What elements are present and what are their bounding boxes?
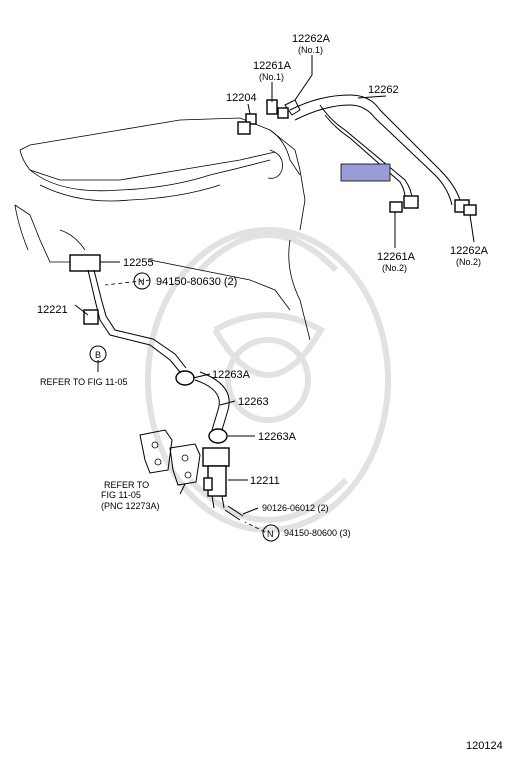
leader-lines [74, 55, 475, 533]
circle-b-text: B [95, 350, 101, 360]
watermark-emblem [145, 227, 391, 533]
engine-outline [14, 117, 311, 341]
label-12263A-2: 12263A [258, 431, 297, 443]
bolt-90126 [224, 505, 244, 521]
hose-12263 [175, 370, 230, 444]
highlight-box [340, 163, 391, 182]
label-12261A-no1-sub: (No.1) [259, 72, 284, 82]
label-12262A-no2: 12262A [450, 245, 489, 257]
label-12262A-no2-sub: (No.2) [456, 257, 481, 267]
circle-n-1-text: N [138, 277, 145, 287]
pipe-12221 [69, 254, 187, 373]
label-12204: 12204 [226, 92, 257, 104]
circle-n-1 [133, 272, 151, 290]
label-12261A-no1: 12261A [253, 60, 292, 72]
label-refer-fig-11-05: REFER TO FIG 11-05 [40, 377, 128, 387]
circle-b [89, 345, 107, 363]
label-12262A-no1-sub: (No.1) [298, 45, 323, 55]
label-12263A-1: 12263A [212, 369, 251, 381]
label-94150-80600: 94150-80600 (3) [284, 528, 351, 538]
circle-n-2 [262, 524, 280, 542]
figure-number: 120124 [466, 740, 503, 752]
hose-12262 [284, 94, 470, 213]
label-12261A-no2: 12261A [377, 251, 416, 263]
label-refer-fig: FIG 11-05 [101, 490, 141, 500]
label-94150-80630: 94150-80630 (2) [156, 276, 237, 288]
gaskets [139, 429, 201, 486]
small-parts [237, 99, 477, 216]
valve-12211 [202, 447, 230, 509]
label-12221: 12221 [37, 304, 68, 316]
label-12263: 12263 [238, 396, 269, 408]
label-12255: 12255 [123, 257, 154, 269]
circle-n-2-text: N [267, 529, 274, 539]
label-12262: 12262 [368, 84, 399, 96]
label-12261A-no2-sub: (No.2) [382, 263, 407, 273]
label-90126-06012: 90126-06012 (2) [262, 503, 329, 513]
label-12211: 12211 [250, 475, 280, 487]
label-refer-pnc: (PNC 12273A) [101, 501, 160, 511]
label-refer-to: REFER TO [104, 480, 149, 490]
label-12262A-no1: 12262A [292, 33, 331, 45]
